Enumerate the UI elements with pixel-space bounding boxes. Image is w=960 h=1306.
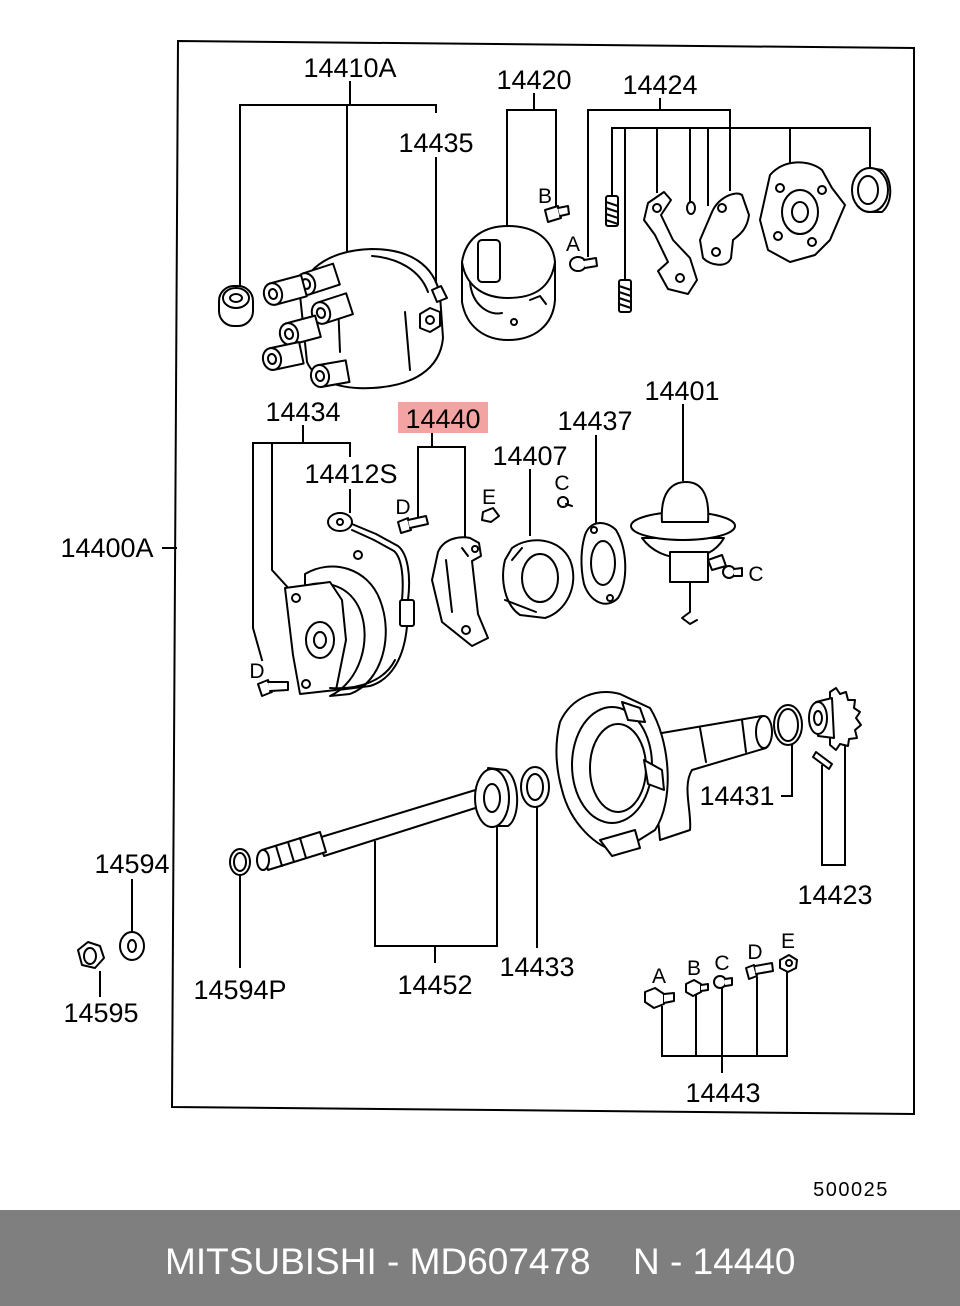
label-breaker-plate: 14434 [265, 397, 340, 427]
gear-pin [812, 751, 833, 770]
governor-screw-a [569, 256, 598, 272]
housing-o-ring [773, 704, 803, 746]
governor-ring [686, 201, 696, 215]
letter-set-a: A [652, 965, 666, 988]
label-assembly: 14400A [60, 533, 153, 563]
screw-d [745, 962, 774, 980]
screw-set [644, 954, 798, 1009]
governor-spring-lower [618, 279, 632, 313]
footer-brand-part: MITSUBISHI - MD607478 [165, 1241, 591, 1282]
label-gear-pin: 14423 [797, 880, 872, 910]
screw-e [779, 954, 798, 973]
gasket [580, 522, 627, 605]
label-washer: 14594 [94, 849, 169, 879]
stator [502, 539, 575, 619]
nut [77, 941, 105, 969]
vacuum-advance [630, 481, 736, 625]
letter-governor-screw: A [566, 233, 580, 256]
letter-plate-bolt: D [249, 660, 264, 683]
label-cap-screw: 14435 [398, 128, 473, 158]
vacuum-screw-c [722, 565, 743, 579]
diagram-code: 500025 [813, 1179, 889, 1201]
highlight-box [398, 402, 488, 433]
label-lead-wire: 14412S [304, 459, 397, 489]
plate-bolt-d [257, 679, 289, 697]
label-nut: 14595 [63, 998, 138, 1028]
cap-grommet [218, 285, 254, 327]
label-shaft-washer: 14433 [499, 952, 574, 982]
label-gasket: 14437 [557, 406, 632, 436]
governor-spring-upper [605, 195, 619, 227]
letter-set-d: D [747, 941, 762, 964]
gasket-screw-c [557, 496, 573, 508]
governor-weight-right [699, 192, 750, 266]
governor-cam-plate [759, 161, 846, 263]
label-vacuum-advance: 14401 [644, 376, 719, 406]
screw-a [644, 987, 675, 1009]
letter-stator-screw: E [482, 486, 496, 509]
leader-lines [99, 81, 871, 1073]
screw-b [685, 979, 709, 997]
pickup [431, 536, 489, 647]
letter-set-c: C [714, 952, 729, 975]
letter-set-b: B [687, 957, 701, 980]
lead-wire [327, 512, 415, 691]
label-rotor: 14420 [496, 65, 571, 95]
letter-pickup-bolt: D [395, 496, 410, 519]
distributor-housing [555, 691, 773, 857]
washer [119, 931, 145, 961]
rotor [461, 225, 556, 341]
shaft-washer-p [229, 848, 251, 876]
label-pickup: 14440 [405, 404, 480, 434]
drive-shaft [256, 767, 519, 871]
letter-rotor-screw: B [538, 185, 552, 208]
cap-screw [419, 307, 441, 333]
distributor-cap [261, 248, 448, 390]
shaft-washer [520, 766, 550, 808]
footer-bar: MITSUBISHI - MD607478 N - 14440 [0, 1210, 960, 1306]
stator-screw-e [481, 507, 500, 523]
letter-vacuum-screw: C [748, 563, 763, 586]
diagram-frame [170, 39, 915, 1116]
label-screw-set: 14443 [685, 1078, 760, 1108]
rotor-screw-b [544, 205, 570, 223]
governor-bushing [851, 167, 892, 213]
governor-weight-left [643, 191, 698, 295]
footer-ref: N - 14440 [633, 1241, 796, 1282]
label-shaft: 14452 [397, 970, 472, 1000]
label-stator: 14407 [492, 441, 567, 471]
label-housing: 14431 [699, 781, 774, 811]
label-cap: 14410A [303, 53, 396, 83]
label-washer-p: 14594P [193, 975, 286, 1005]
parts-diagram: 14410A 14420 14424 14435 14434 14440 144… [60, 39, 915, 1201]
breaker-plate [284, 565, 396, 697]
label-governor: 14424 [622, 70, 697, 100]
drive-gear [808, 687, 862, 751]
pickup-bolt-d [397, 515, 429, 534]
screw-c [713, 975, 733, 989]
letter-set-e: E [781, 930, 795, 953]
letter-gasket-screw: C [554, 472, 569, 495]
